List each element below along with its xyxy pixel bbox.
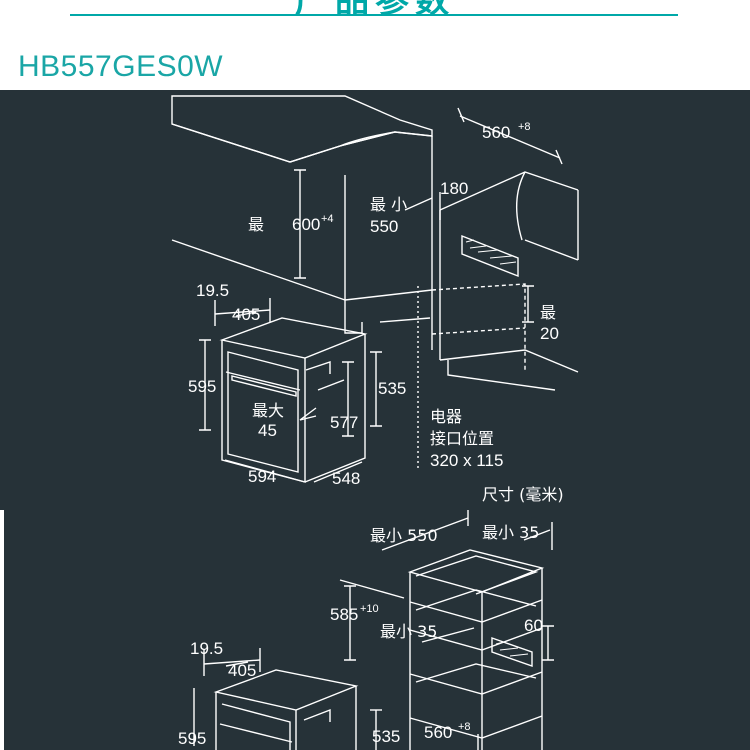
header: 产品参数 HB557GES0W: [0, 0, 750, 90]
dim-600: 600: [292, 215, 320, 234]
diagram-bottom-drawing: 最小 550 最小 35 585 +10 最小 35 60 19.5 405 5…: [178, 510, 554, 750]
model-number: HB557GES0W: [18, 50, 224, 83]
dim-594: 594: [248, 467, 276, 486]
dim-gap-19-5-bottom: 19.5: [190, 639, 223, 658]
min-35-mid-label: 最小 35: [380, 622, 437, 641]
dim-550: 550: [370, 217, 398, 236]
dim-535-bottom: 535: [372, 727, 400, 746]
min-35-top-label: 最小 35: [482, 523, 539, 542]
socket-label-line2: 接口位置: [430, 429, 494, 448]
dim-width-560-sup: +8: [518, 121, 531, 133]
socket-label-line1: 电器: [430, 407, 462, 426]
dim-45: 45: [258, 421, 277, 440]
diagram-top-drawing: 560 +8 180 最 600 +4 最 小 550 最 20 19.5 40…: [171, 95, 579, 504]
header-rule: [70, 14, 678, 16]
dim-535: 535: [378, 379, 406, 398]
dim-60: 60: [524, 616, 543, 635]
dim-548: 548: [332, 469, 360, 488]
dim-20: 20: [540, 324, 559, 343]
dim-585-sup: +10: [360, 603, 379, 615]
depth-min-label: 最 小: [370, 195, 407, 214]
header-title: 产品参数: [295, 0, 455, 21]
bottom-min-label: 最: [540, 303, 556, 322]
dim-gap-19-5: 19.5: [196, 281, 229, 300]
dim-560-bottom: 560: [424, 723, 452, 742]
unit-note: 尺寸 (毫米): [482, 485, 564, 504]
min-550-label: 最小 550: [370, 526, 438, 545]
dim-180: 180: [440, 179, 468, 198]
dim-width-560: 560: [482, 123, 510, 142]
dim-560-bottom-sup: +8: [458, 721, 471, 733]
dim-595: 595: [188, 377, 216, 396]
dim-600-sup: +4: [321, 213, 334, 225]
dim-405-bottom: 405: [228, 661, 256, 680]
socket-label-line3: 320 x 115: [430, 451, 503, 470]
dim-585: 585: [330, 605, 358, 624]
installation-diagram-top: 560 +8 180 最 600 +4 最 小 550 最 20 19.5 40…: [0, 90, 750, 510]
dim-595-bottom: 595: [178, 729, 206, 748]
dim-577: 577: [330, 413, 358, 432]
dim-405: 405: [232, 305, 260, 324]
door-max-label: 最大: [252, 401, 284, 420]
installation-diagram-bottom: 最小 550 最小 35 585 +10 最小 35 60 19.5 405 5…: [4, 510, 750, 750]
height-min-label: 最: [248, 215, 264, 234]
